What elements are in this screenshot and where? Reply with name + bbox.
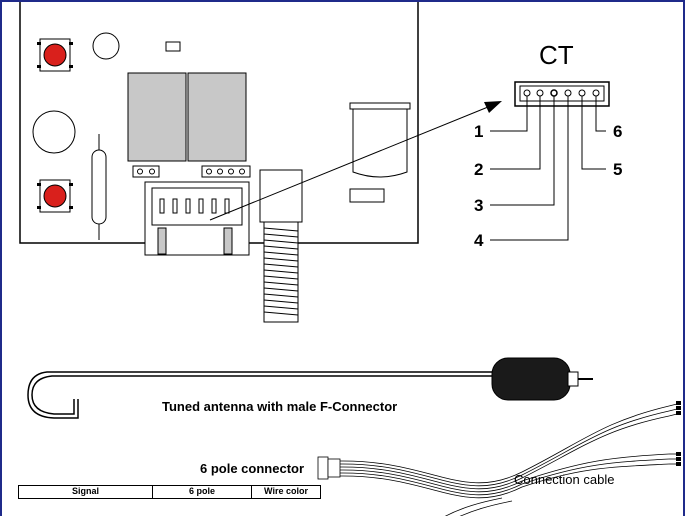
jumper-two-pin (132, 165, 160, 178)
wiring-table: Signal 6 pole Wire color (18, 485, 321, 499)
pin-label-3: 3 (474, 196, 484, 215)
jumper-four-pin (201, 165, 251, 178)
capacitor-circle (32, 110, 76, 154)
smd-component (165, 41, 181, 52)
push-button-bottom (37, 179, 73, 213)
pin-label-6: 6 (613, 122, 623, 141)
ct-connector (514, 81, 610, 107)
ct-title: CT (539, 40, 574, 70)
resistor (91, 134, 107, 240)
relay-left (127, 72, 187, 162)
f-connector (259, 169, 303, 323)
table-header-signal: Signal (18, 485, 153, 499)
pin-label-1: 1 (474, 122, 484, 141)
six-pole-label: 6 pole connector (200, 461, 305, 476)
table-header-six-pole: 6 pole (152, 485, 252, 499)
table-header-row: Signal 6 pole Wire color (18, 485, 321, 499)
cable-label: Connection cable (514, 472, 615, 487)
connection-cable (317, 403, 678, 516)
antenna-label: Tuned antenna with male F-Connector (162, 399, 398, 414)
table-header-wire-color: Wire color (251, 485, 321, 499)
smd-pad (349, 188, 385, 203)
pin-label-5: 5 (613, 160, 623, 179)
pin-label-2: 2 (474, 160, 484, 179)
pointer-arrow (209, 101, 502, 221)
relay-right (187, 72, 247, 162)
led-circle (92, 32, 120, 60)
board-connector (144, 181, 250, 256)
cable-terminals (676, 401, 681, 466)
crystal-can (349, 102, 411, 178)
pin-label-4: 4 (474, 231, 484, 250)
push-button-top (37, 38, 73, 72)
pin-leaders (490, 96, 606, 241)
antenna (27, 357, 593, 419)
